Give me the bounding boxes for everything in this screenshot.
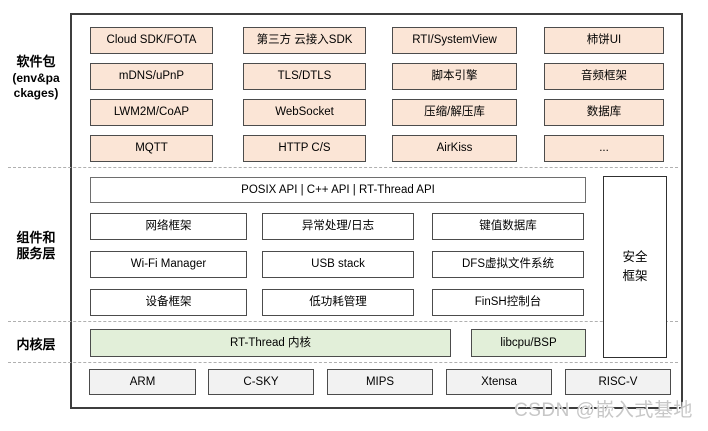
- box-finsh-console: FinSH控制台: [432, 289, 584, 316]
- box-compression-lib: 压缩/解压库: [392, 99, 517, 126]
- security-framework-line1: 安全: [622, 250, 648, 264]
- csdn-watermark: CSDN @嵌入式基地: [514, 400, 693, 421]
- packages-layer-subtitle-line1: (env&pa: [12, 71, 60, 85]
- box-exception-logging: 异常处理/日志: [262, 213, 414, 240]
- box-arch-csky: C-SKY: [208, 369, 314, 395]
- packages-layer-subtitle-line2: ckages): [13, 86, 59, 100]
- divider-packages-components: [8, 167, 678, 168]
- box-rti-systemview: RTI/SystemView: [392, 27, 517, 54]
- box-http-cs: HTTP C/S: [243, 135, 366, 162]
- box-database: 数据库: [544, 99, 664, 126]
- box-device-framework: 设备框架: [90, 289, 247, 316]
- box-persimmon-ui: 柿饼UI: [544, 27, 664, 54]
- box-arch-xtensa: Xtensa: [446, 369, 552, 395]
- components-layer-title-line1: 组件和: [16, 230, 56, 245]
- box-airkiss: AirKiss: [392, 135, 517, 162]
- label-components-services-layer: 组件和 服务层: [2, 230, 70, 262]
- box-mqtt: MQTT: [90, 135, 213, 162]
- box-lwm2m-coap: LWM2M/CoAP: [90, 99, 213, 126]
- box-kv-database: 键值数据库: [432, 213, 584, 240]
- box-arch-arm: ARM: [89, 369, 196, 395]
- box-more-ellipsis: ...: [544, 135, 664, 162]
- security-framework-line2: 框架: [622, 269, 648, 283]
- box-rt-thread-kernel: RT-Thread 内核: [90, 329, 451, 357]
- box-audio-framework: 音频框架: [544, 63, 664, 90]
- box-network-framework: 网络框架: [90, 213, 247, 240]
- box-security-framework: 安全 框架: [603, 176, 667, 358]
- box-script-engine: 脚本引擎: [392, 63, 517, 90]
- box-third-party-cloud-sdk: 第三方 云接入SDK: [243, 27, 366, 54]
- packages-layer-title: 软件包: [16, 54, 56, 69]
- bar-posix-cpp-rtthread-api: POSIX API | C++ API | RT-Thread API: [90, 177, 586, 203]
- box-dfs-virtual-fs: DFS虚拟文件系统: [432, 251, 584, 278]
- box-websocket: WebSocket: [243, 99, 366, 126]
- box-wifi-manager: Wi-Fi Manager: [90, 251, 247, 278]
- box-low-power-mgmt: 低功耗管理: [262, 289, 414, 316]
- components-layer-title-line2: 服务层: [16, 246, 56, 261]
- box-mdns-upnp: mDNS/uPnP: [90, 63, 213, 90]
- label-software-packages-layer: 软件包 (env&pa ckages): [2, 53, 70, 101]
- box-usb-stack: USB stack: [262, 251, 414, 278]
- box-arch-mips: MIPS: [327, 369, 433, 395]
- label-kernel-layer: 内核层: [16, 337, 56, 352]
- box-libcpu-bsp: libcpu/BSP: [471, 329, 586, 357]
- box-cloud-sdk-fota: Cloud SDK/FOTA: [90, 27, 213, 54]
- box-tls-dtls: TLS/DTLS: [243, 63, 366, 90]
- divider-components-kernel: [8, 321, 678, 322]
- divider-kernel-arch: [8, 362, 678, 363]
- box-arch-riscv: RISC-V: [565, 369, 671, 395]
